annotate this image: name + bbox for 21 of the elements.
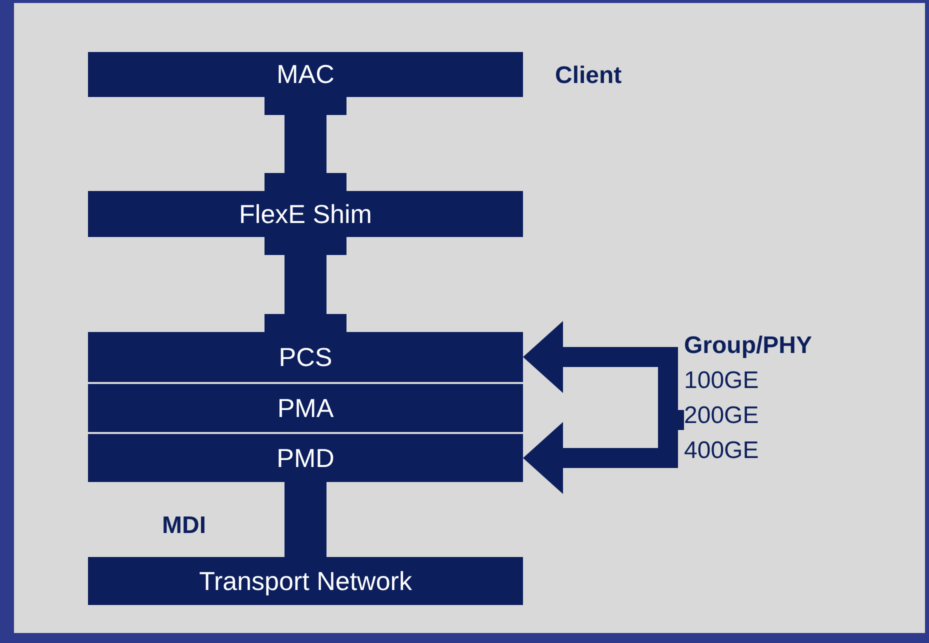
- group-heading: Group/PHY: [684, 331, 812, 361]
- layer-label: MAC: [276, 58, 334, 91]
- layer-box: [88, 191, 523, 237]
- layer-box: [88, 434, 523, 482]
- layer-note: MDI: [162, 511, 206, 541]
- layer-label: FlexE Shim: [239, 198, 372, 230]
- layer-label: PMA: [277, 392, 334, 424]
- rate-label: 400GE: [684, 436, 759, 466]
- layer-box: [88, 557, 523, 605]
- connector-line: [284, 482, 326, 557]
- layer-box: [88, 332, 523, 382]
- layer-label: PCS: [278, 340, 332, 374]
- rate-label: 200GE: [684, 401, 759, 431]
- layer-box: [88, 52, 523, 97]
- interface-connector: [264, 97, 346, 191]
- layer-note: Client: [555, 61, 622, 91]
- rate-label: 100GE: [684, 366, 759, 396]
- layer-label: PMD: [276, 442, 334, 474]
- layer-label: Transport Network: [199, 564, 412, 598]
- interface-connector: [264, 237, 346, 332]
- layer-box: [88, 384, 523, 432]
